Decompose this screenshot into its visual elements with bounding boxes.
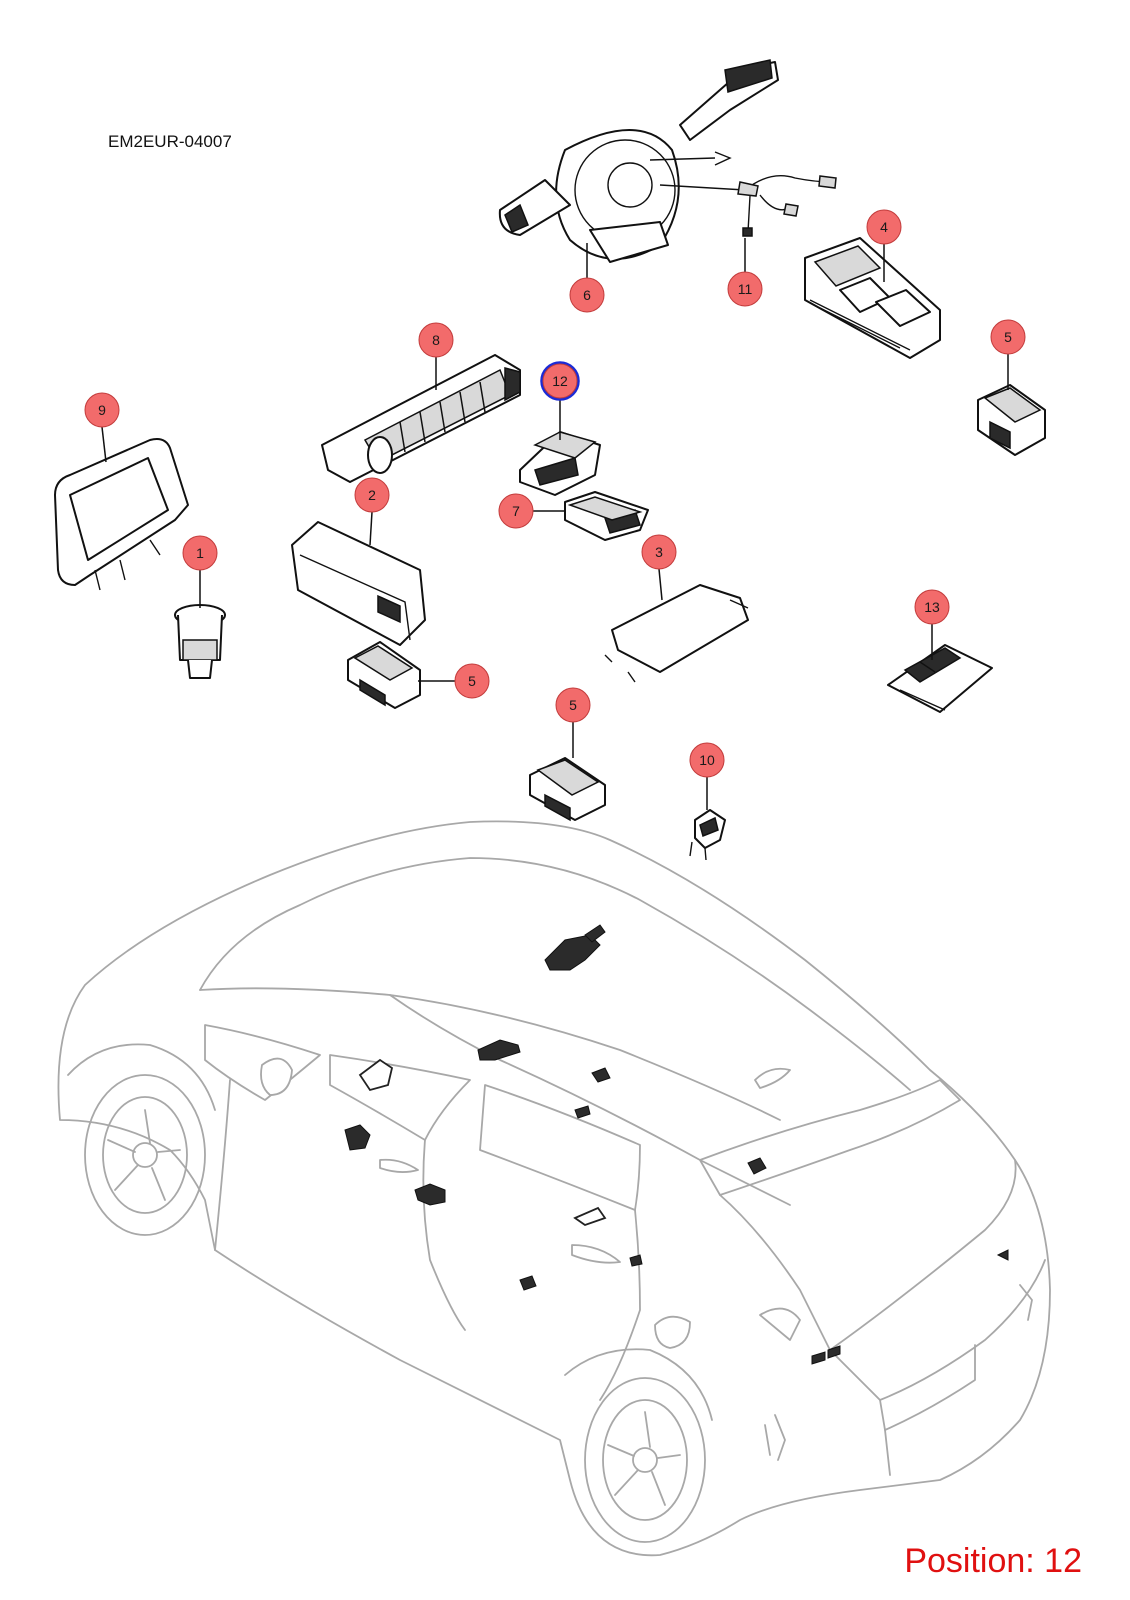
callout-circle: [542, 363, 578, 399]
callout-c3[interactable]: 3: [641, 534, 677, 570]
callout-number: 13: [924, 599, 940, 615]
callout-c1[interactable]: 1: [182, 535, 218, 571]
callout-number: 5: [569, 697, 577, 713]
callout-circle: [354, 477, 390, 513]
callout-circle: [454, 663, 490, 699]
part-display-screen: [54, 438, 189, 591]
vehicle-outline: [57, 820, 1051, 1557]
callout-c6[interactable]: 6: [569, 277, 605, 313]
callout-c5c[interactable]: 5: [555, 687, 591, 723]
part-sensor: [689, 809, 726, 861]
callout-number: 12: [552, 373, 568, 389]
callout-circle: [498, 493, 534, 529]
callout-circle: [689, 742, 725, 778]
callout-number: 1: [196, 545, 204, 561]
callout-circle: [990, 319, 1026, 355]
callout-circle: [641, 534, 677, 570]
callout-highlight-ring: [540, 361, 580, 401]
part-socket: [174, 604, 226, 679]
callout-number: 2: [368, 487, 376, 503]
callout-c11[interactable]: 11: [727, 271, 763, 307]
callout-number: 10: [699, 752, 715, 768]
diagram-code: EM2EUR-04007: [108, 132, 232, 151]
part-switch-12: [519, 431, 601, 496]
leader-lines: [101, 238, 1009, 810]
part-control-strip: [321, 354, 521, 483]
callout-number: 5: [468, 673, 476, 689]
callout-circle: [182, 535, 218, 571]
callout-circle: [914, 589, 950, 625]
part-switch-right: [977, 384, 1046, 456]
callout-c8[interactable]: 8: [418, 322, 454, 358]
callout-number: 8: [432, 332, 440, 348]
position-label: Position: 12: [904, 1542, 1082, 1580]
part-flat-module: [604, 584, 749, 683]
callout-c5a[interactable]: 5: [990, 319, 1026, 355]
callout-number: 5: [1004, 329, 1012, 345]
callout-circle: [555, 687, 591, 723]
callout-circle: [418, 322, 454, 358]
callout-c4[interactable]: 4: [866, 209, 902, 245]
callout-number: 11: [738, 281, 753, 297]
callout-c2[interactable]: 2: [354, 477, 390, 513]
callout-c10[interactable]: 10: [689, 742, 725, 778]
callout-number: 7: [512, 503, 520, 519]
part-control-module: [291, 521, 426, 646]
callout-circle: [569, 277, 605, 313]
callout-c9[interactable]: 9: [84, 392, 120, 428]
callout-circle: [727, 271, 763, 307]
callout-number: 9: [98, 402, 106, 418]
callout-circle: [866, 209, 902, 245]
part-steering-column-switch: [498, 59, 837, 263]
part-window-switch-pack: [804, 237, 941, 359]
callout-circle: [84, 392, 120, 428]
part-switch-center: [529, 757, 606, 822]
callout-c5b[interactable]: 5: [454, 663, 490, 699]
part-usb-socket: [564, 491, 649, 541]
callout-number: 3: [655, 544, 663, 560]
part-switch-left: [347, 641, 421, 709]
callout-c13[interactable]: 13: [914, 589, 950, 625]
callout-c12[interactable]: 12: [540, 361, 580, 401]
part-light-module: [887, 644, 993, 713]
callout-number: 6: [583, 287, 591, 303]
callout-number: 4: [880, 219, 888, 235]
callout-c7[interactable]: 7: [498, 493, 534, 529]
